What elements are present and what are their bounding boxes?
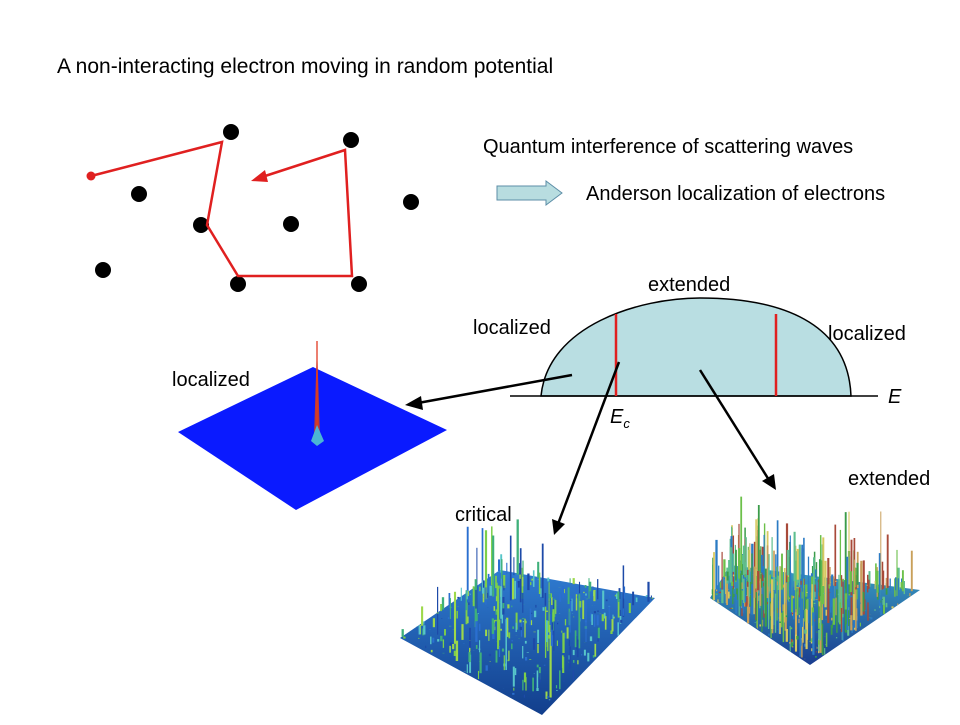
extended-wavefunction-label: extended <box>848 468 931 490</box>
arrow-to-extended-head <box>762 474 776 490</box>
localized-peak-base <box>311 425 324 446</box>
arrow-to-critical <box>556 361 621 525</box>
implies-arrow <box>496 180 563 206</box>
scatterer-dot <box>131 186 147 202</box>
localized-wavefunction-label: localized <box>172 369 250 391</box>
dos-localized-right-label: localized <box>828 323 906 345</box>
scatterer-dot <box>403 194 419 210</box>
critical-wavefunction-label: critical <box>455 504 512 526</box>
scatterer-dot <box>95 262 111 278</box>
electron-start-dot <box>86 171 96 181</box>
path-arrowhead <box>251 170 268 182</box>
scatterer-dot <box>230 276 246 292</box>
extended-wavefunction-plot <box>710 496 920 665</box>
mobility-edge-subscript: c <box>623 416 630 431</box>
pointer-arrows <box>405 361 776 535</box>
scatterer-dot <box>343 132 359 148</box>
localized-wavefunction-plot <box>178 341 447 510</box>
dos-extended-label: extended <box>648 274 731 296</box>
critical-wavefunction-plot <box>400 519 655 715</box>
scatterer-dot <box>223 124 239 140</box>
mobility-edge-symbol: E <box>610 406 624 428</box>
dos-dome <box>540 297 852 397</box>
arrow-to-localized-head <box>405 396 423 410</box>
interference-label: Quantum interference of scattering waves <box>483 136 854 158</box>
electron-path <box>86 140 354 278</box>
scatterer-dot <box>283 216 299 232</box>
mobility-edge-label: Ec <box>610 407 630 430</box>
scatterer-dot <box>193 217 209 233</box>
energy-axis-label: E <box>888 386 902 408</box>
critical-surface <box>400 570 655 715</box>
scatterer-dot <box>351 276 367 292</box>
anderson-label: Anderson localization of electrons <box>586 183 886 205</box>
density-of-states <box>510 297 878 397</box>
arrow-to-critical-head <box>552 519 565 535</box>
arrow-to-localized <box>417 373 573 405</box>
arrow-to-extended <box>698 369 771 481</box>
dos-localized-left-label: localized <box>473 317 551 339</box>
slide-title: A non-interacting electron moving in ran… <box>57 55 554 78</box>
scatterers <box>95 124 419 292</box>
